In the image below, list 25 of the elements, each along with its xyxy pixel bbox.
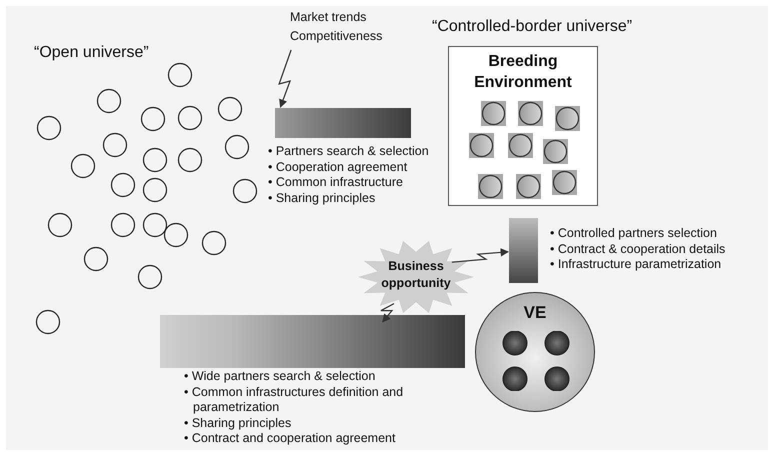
- bullet-item: • Common infrastructures definition and parametrization: [184, 384, 404, 416]
- gradient-bar: [275, 108, 411, 138]
- bullet-item: • Infrastructure parametrization: [550, 257, 722, 272]
- circle-title: VE: [522, 303, 548, 323]
- bullet-item: • Sharing principles: [184, 416, 292, 431]
- bullet-item: • Partners search & selection: [268, 144, 429, 160]
- lightning-arrow: [380, 303, 394, 323]
- bullet-item: • Cooperation agreement: [268, 160, 408, 175]
- universe-label: “Open universe”: [34, 44, 149, 62]
- burst-text: Business opportunity: [380, 258, 452, 292]
- box-title: Breeding Environment: [473, 52, 573, 93]
- bullet-item: • Contract and cooperation agreement: [184, 431, 396, 446]
- driver-text: Market trends: [290, 9, 368, 26]
- universe-label: “Controlled-border universe”: [432, 18, 632, 36]
- bullet-item: • Common infrastructure: [268, 175, 404, 190]
- gradient-bar: [509, 218, 538, 283]
- driver-text: Competitiveness: [290, 28, 384, 45]
- gradient-bar: [160, 315, 465, 368]
- lightning-arrow: [452, 248, 509, 263]
- environment-box: [448, 46, 598, 206]
- bullet-item: • Contract & cooperation details: [550, 242, 726, 257]
- bullet-item: • Sharing principles: [268, 190, 376, 206]
- bullet-item: • Controlled partners selection: [550, 226, 718, 242]
- lightning-arrow: [278, 50, 292, 108]
- bullet-item: • Wide partners search & selection: [184, 369, 376, 384]
